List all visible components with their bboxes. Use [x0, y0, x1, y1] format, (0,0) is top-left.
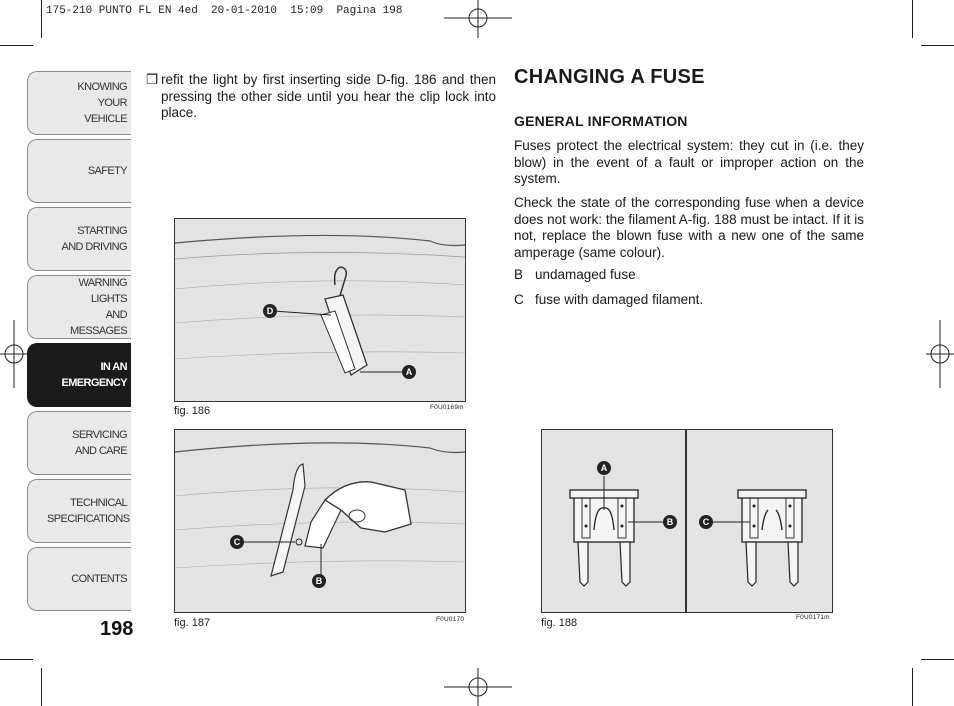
figure-188-code: F0U0171m [796, 614, 830, 621]
tail-light-illustration: D A [175, 234, 465, 379]
callout-a: A [406, 367, 413, 377]
legend-key: C [514, 292, 524, 307]
section-subtitle: GENERAL INFORMATION [514, 113, 688, 129]
tab-starting-and-driving[interactable]: STARTING AND DRIVING [27, 207, 131, 271]
instruction-text: refit the light by first inserting side … [161, 72, 496, 120]
tail-light-removal-illustration: C B [175, 442, 465, 588]
legend-text: fuse with damaged filament. [535, 292, 704, 307]
paragraph-check-fuse: Check the state of the corresponding fus… [514, 195, 864, 260]
crop-mark [41, 668, 42, 706]
tab-label-line: WARNING LIGHTS [78, 277, 127, 305]
checkbox-bullet-icon: ❒ [146, 72, 159, 87]
figure-187-caption: fig. 187 [174, 617, 211, 629]
fuse-comparison-illustration: A B C [569, 430, 807, 612]
tab-label-line: AND CARE [74, 445, 128, 457]
instruction-bullet: ❒ refit the light by first inserting sid… [146, 72, 496, 122]
registration-mark-bottom [444, 668, 512, 706]
callout-b: B [667, 517, 674, 527]
tab-label: SAFETY [87, 165, 128, 177]
tab-label-line: KNOWING [77, 81, 127, 93]
tab-label-line: IN AN [100, 361, 127, 373]
figure-188-image: A B C [541, 429, 833, 613]
tab-warning-lights[interactable]: WARNING LIGHTS AND MESSAGES [27, 275, 131, 339]
figure-187-code: F0U0170 [436, 616, 465, 623]
crop-mark [912, 0, 913, 38]
legend-key: B [514, 267, 524, 282]
page-number: 198 [100, 618, 134, 640]
tab-label: CONTENTS [71, 573, 127, 585]
figure-187-image: C B [174, 429, 466, 613]
tab-label: KNOWING YOUR VEHICLE [47, 79, 127, 127]
tab-technical-specifications[interactable]: TECHNICAL SPECIFICATIONS [27, 479, 131, 543]
tab-label: SERVICING AND CARE [47, 427, 128, 459]
tab-servicing-and-care[interactable]: SERVICING AND CARE [27, 411, 131, 475]
callout-c: C [703, 517, 710, 527]
tab-label: STARTING AND DRIVING [47, 223, 127, 255]
tab-label: TECHNICAL SPECIFICATIONS [47, 495, 130, 527]
print-header: 175-210 PUNTO FL EN 4ed 20-01-2010 15:09… [46, 5, 403, 17]
legend-text: undamaged fuse [535, 267, 636, 282]
callout-b: B [316, 576, 323, 586]
callout-a: A [601, 463, 608, 473]
crop-mark [0, 45, 33, 46]
tab-label-line: STARTING [77, 225, 127, 237]
tab-label-line: AND MESSAGES [70, 309, 128, 337]
tab-label: IN AN EMERGENCY [47, 359, 128, 391]
crop-mark [921, 659, 954, 660]
tab-contents[interactable]: CONTENTS [27, 547, 131, 611]
figure-186-image: D A [174, 218, 466, 402]
callout-d: D [267, 306, 274, 316]
crop-mark [0, 659, 33, 660]
registration-mark-left [0, 320, 28, 388]
paragraph-fuses-protect: Fuses protect the electrical system: the… [514, 138, 864, 186]
crop-mark [41, 0, 42, 38]
tab-label-line: EMERGENCY [61, 377, 128, 389]
registration-mark-top [444, 0, 512, 38]
tab-label: WARNING LIGHTS AND MESSAGES [47, 275, 128, 339]
callout-c: C [234, 537, 241, 547]
tab-label-line: AND DRIVING [61, 241, 127, 253]
crop-mark [912, 668, 913, 706]
tab-label-line: TECHNICAL [70, 497, 128, 509]
tab-in-an-emergency[interactable]: IN AN EMERGENCY [27, 343, 131, 407]
figure-188-caption: fig. 188 [541, 617, 578, 629]
tab-label-line: SERVICING [72, 429, 128, 441]
tab-knowing-your-vehicle[interactable]: KNOWING YOUR VEHICLE [27, 71, 131, 135]
figure-186-caption: fig. 186 [174, 405, 211, 417]
tab-safety[interactable]: SAFETY [27, 139, 131, 203]
tab-label-line: SPECIFICATIONS [47, 513, 130, 525]
section-title: CHANGING A FUSE [514, 66, 705, 88]
crop-mark [921, 45, 954, 46]
registration-mark-right [926, 320, 954, 388]
tab-label-line: YOUR [97, 97, 128, 109]
damaged-fuse [737, 489, 807, 587]
tab-label-line: VEHICLE [84, 113, 127, 125]
figure-186-code: F0U0169m [430, 404, 464, 411]
